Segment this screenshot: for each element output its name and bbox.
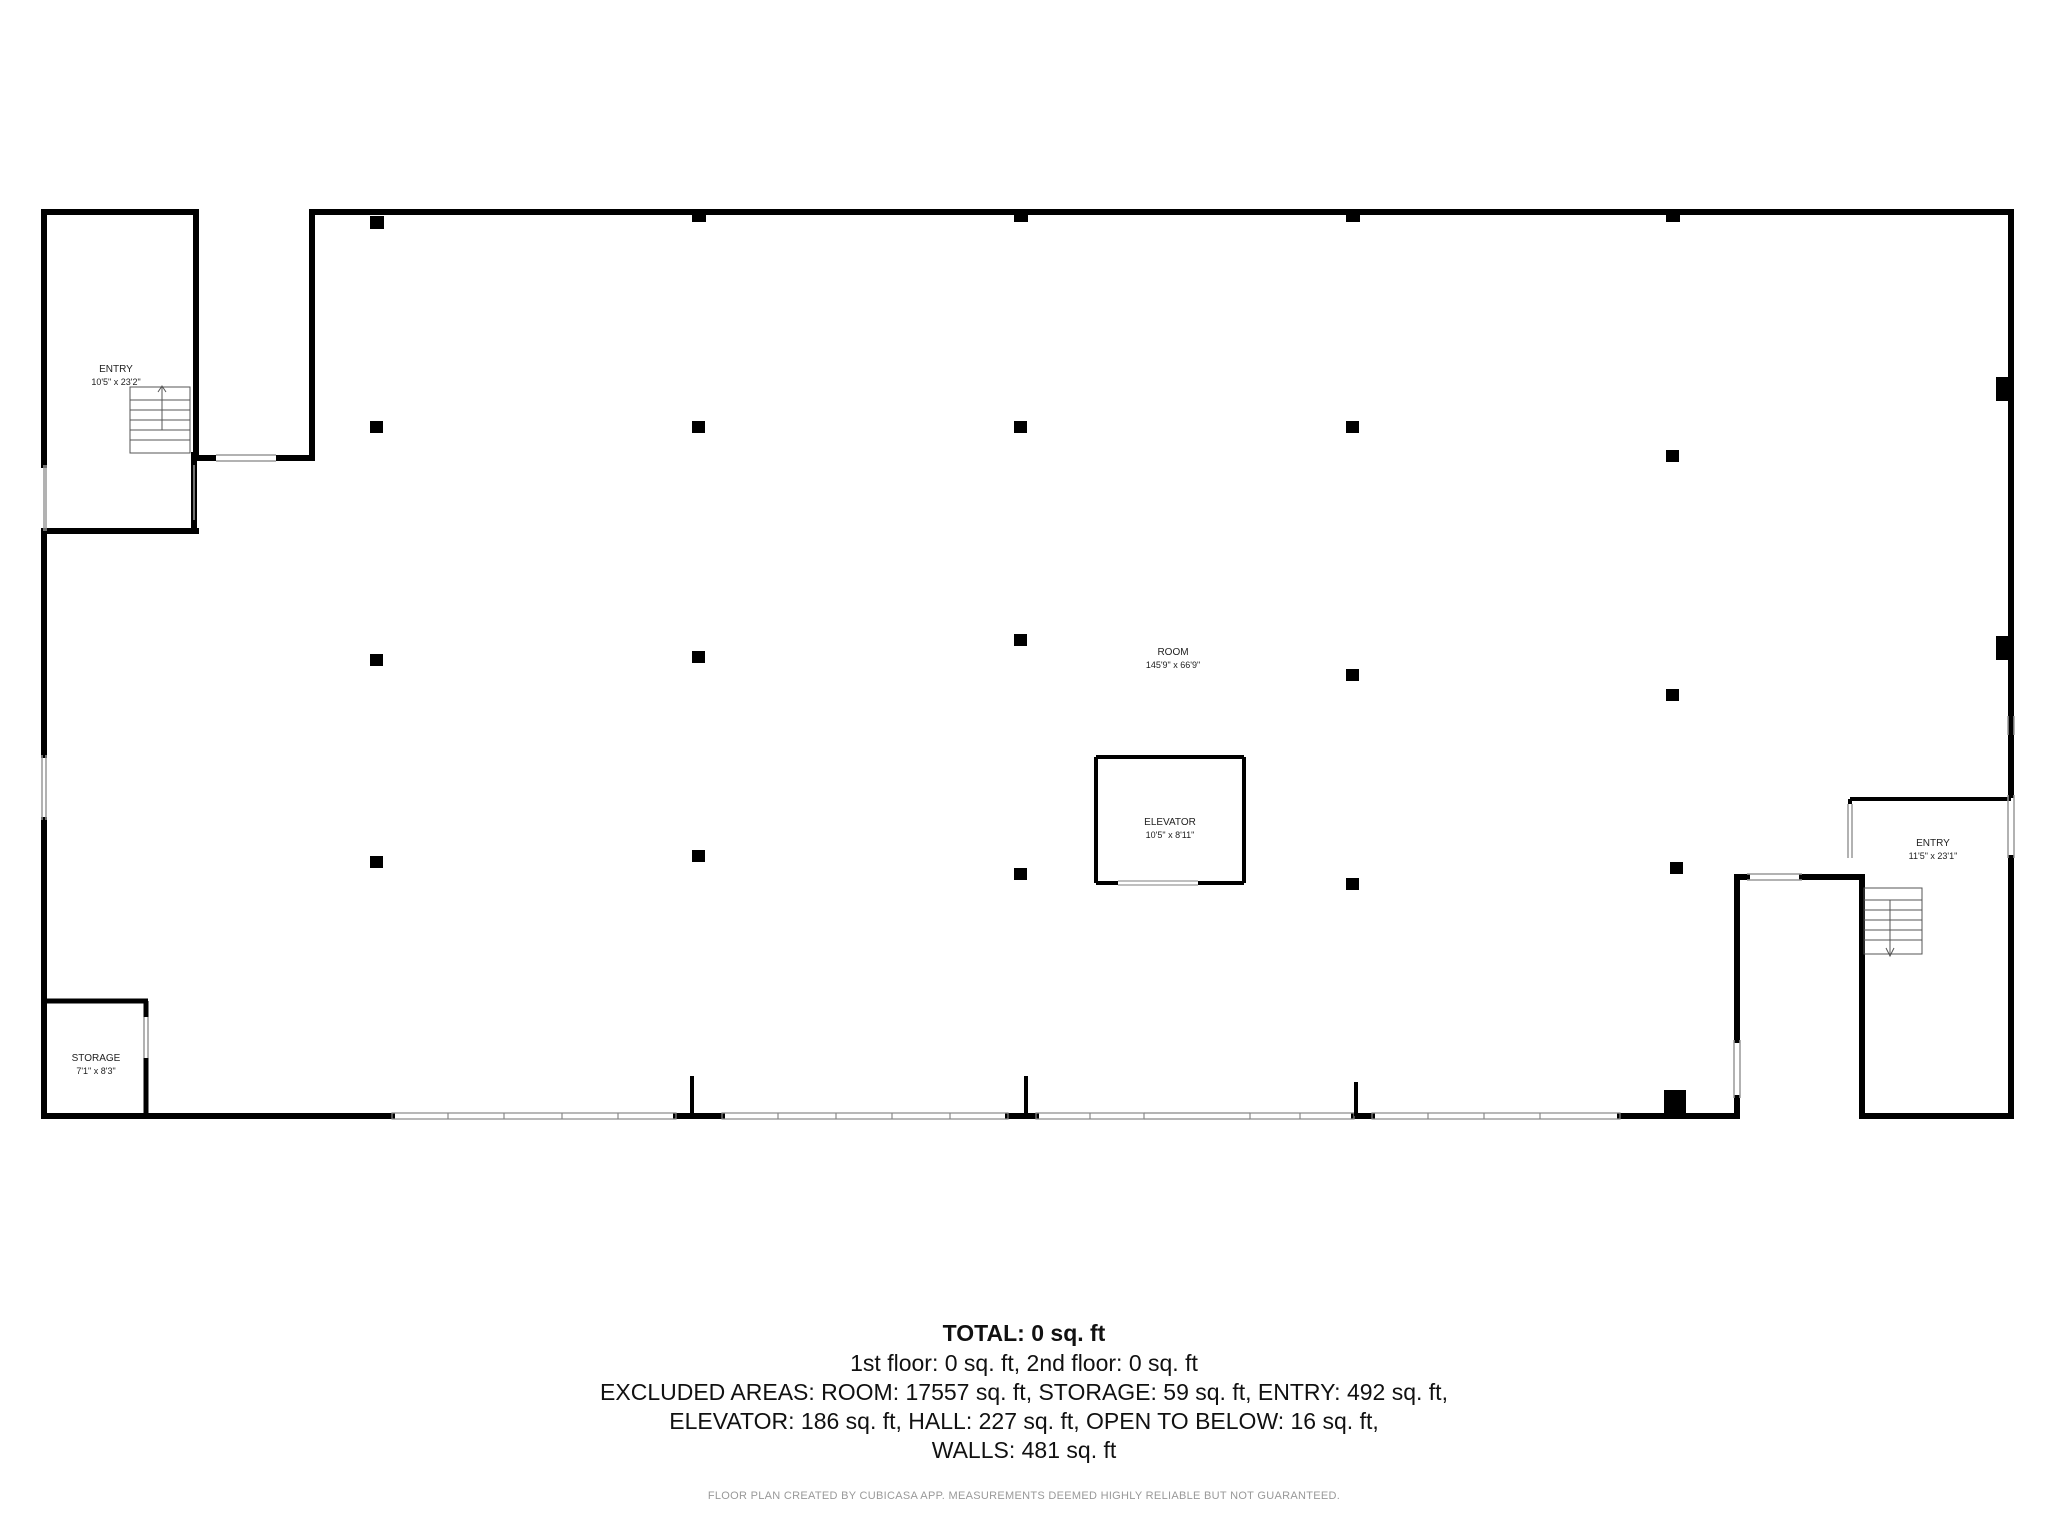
bottom-wall-stubs <box>690 1076 1358 1116</box>
storage-name: STORAGE <box>72 1053 121 1064</box>
right-wall-columns <box>1996 377 2011 660</box>
storage-dims: 7'1" x 8'3" <box>76 1066 115 1076</box>
walls-area: WALLS: 481 sq. ft <box>931 1437 1117 1463</box>
floors-area: 1st floor: 0 sq. ft, 2nd floor: 0 sq. ft <box>850 1350 1198 1376</box>
right-entry-name: ENTRY <box>1916 838 1950 849</box>
room-name: ROOM <box>1157 647 1188 658</box>
bottom-corner-column <box>1664 1090 1686 1116</box>
left-entry-name: ENTRY <box>99 364 133 375</box>
elevator-walls <box>1094 755 1246 886</box>
bottom-windows <box>391 1112 1621 1120</box>
excluded-areas-line-2: ELEVATOR: 186 sq. ft, HALL: 227 sq. ft, … <box>669 1408 1379 1434</box>
room-dims: 145'9" x 66'9" <box>1146 660 1200 670</box>
left-entry-openings <box>41 465 195 820</box>
disclaimer: FLOOR PLAN CREATED BY CUBICASA APP. MEAS… <box>707 1490 1341 1502</box>
right-entry-walls <box>1847 716 2015 858</box>
hall-opening <box>1733 873 1802 1098</box>
left-entry-stair <box>129 385 191 454</box>
storage-walls <box>44 998 149 1116</box>
elevator-dims: 10'5" x 8'11" <box>1146 830 1195 840</box>
exterior-walls <box>41 209 2014 1119</box>
total-area: TOTAL: 0 sq. ft <box>942 1320 1106 1346</box>
excluded-areas-line-1: EXCLUDED AREAS: ROOM: 17557 sq. ft, STOR… <box>600 1379 1448 1405</box>
right-entry-stair <box>1863 887 1923 958</box>
left-entry-connector <box>196 454 315 462</box>
columns <box>370 212 1683 890</box>
right-entry-dims: 11'5" x 23'1" <box>1909 851 1958 861</box>
left-entry-dims: 10'5" x 23'2" <box>91 377 140 387</box>
elevator-name: ELEVATOR <box>1144 817 1196 828</box>
area-summary: TOTAL: 0 sq. ft 1st floor: 0 sq. ft, 2nd… <box>0 1318 2048 1465</box>
